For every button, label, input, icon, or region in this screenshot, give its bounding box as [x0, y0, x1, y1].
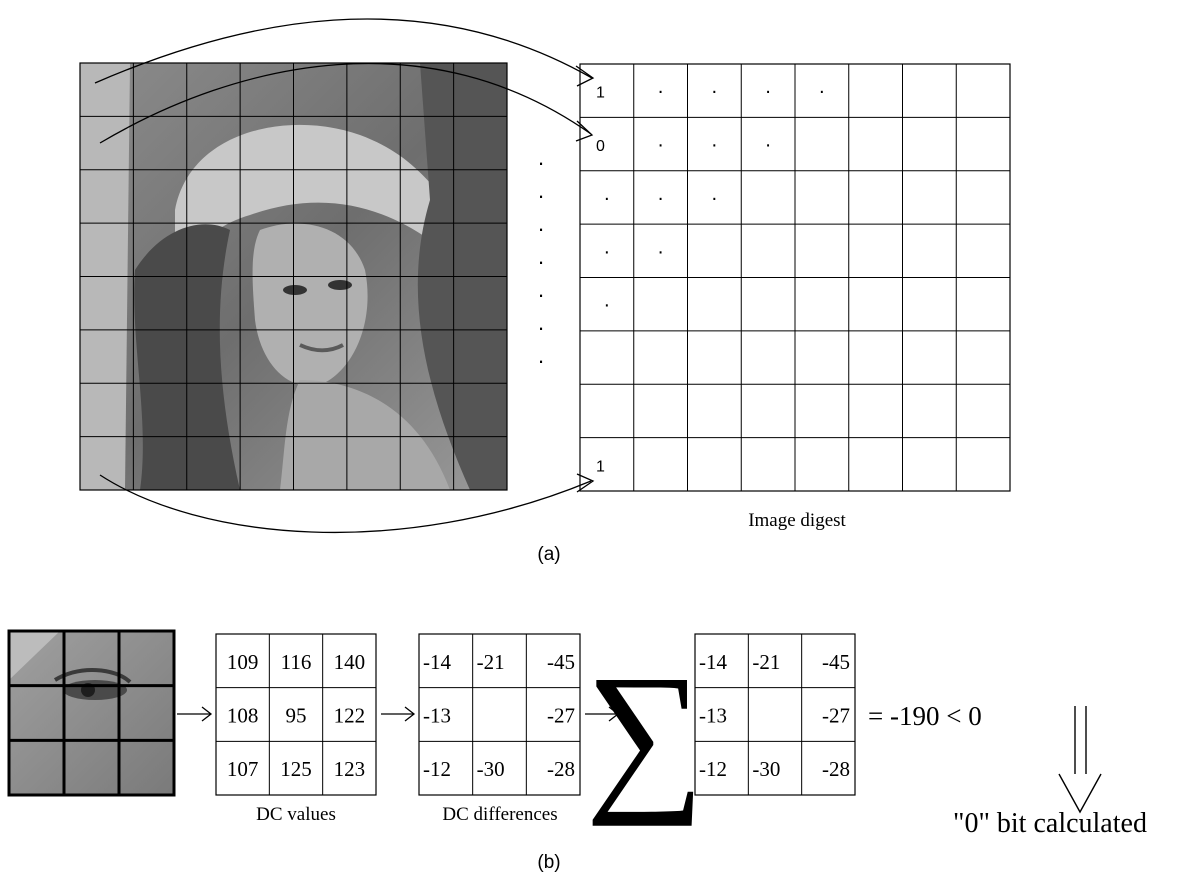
photo-block — [79, 62, 508, 491]
eye-grid-border — [7, 629, 176, 797]
flow-arrow-1-head — [201, 706, 213, 722]
image-digest-grid: 1 · · · · 0 · · · · · · · · · 1 — [579, 63, 1011, 492]
matrix-cell-value: 140 — [334, 650, 366, 674]
caption-b: (b) — [537, 852, 560, 873]
matrix-cell-value: -28 — [822, 757, 850, 781]
vertical-ellipsis: · · · · · · · — [537, 150, 544, 373]
vertical-dot: · — [537, 150, 544, 175]
sum-result: = -190 < 0 — [868, 701, 982, 731]
digest-label: Image digest — [748, 510, 846, 531]
arrow-curve-first-row — [94, 18, 593, 84]
digest-cell-value: 1 — [596, 458, 605, 475]
vertical-dot: · — [537, 216, 544, 241]
matrix-cell-value: -21 — [477, 650, 505, 674]
matrix-cell-value: -45 — [547, 650, 575, 674]
matrix-cell-value: -13 — [699, 704, 727, 728]
digest-cell-value: · — [657, 81, 664, 103]
digest-cell-value: 1 — [596, 85, 605, 102]
dc-values-matrix: 109 116 140 108 95 122 107 125 123 — [215, 633, 377, 796]
matrix-cell-value: -13 — [423, 704, 451, 728]
matrix-cell-value: 125 — [280, 757, 312, 781]
matrix-cell-value: -12 — [423, 757, 451, 781]
flow-arrow-2-head — [404, 706, 416, 722]
arrow-head-last-row — [576, 473, 595, 493]
matrix-cell-value: -14 — [699, 650, 727, 674]
digest-cell-value: · — [604, 294, 611, 316]
digest-cell-value: · — [604, 241, 611, 263]
vertical-dot: · — [537, 183, 544, 208]
matrix-border — [215, 633, 377, 796]
eye-image — [9, 631, 174, 795]
digest-cell-value: · — [604, 187, 611, 209]
digest-cell-value: · — [657, 134, 664, 156]
matrix-cell-value: 116 — [281, 650, 312, 674]
dc-differences-label: DC differences — [442, 804, 557, 825]
photo-grid — [79, 62, 508, 491]
matrix-cell-value: 108 — [227, 704, 259, 728]
digest-cell-value: · — [819, 81, 826, 103]
digest-cell-value: · — [711, 81, 718, 103]
vertical-dot: · — [537, 315, 544, 340]
matrix-cell-value: -27 — [547, 704, 575, 728]
matrix-cell-value: -30 — [477, 757, 505, 781]
flow-arrows — [177, 706, 620, 722]
arrow-curve-last-row — [99, 474, 592, 533]
matrix-border — [418, 633, 581, 796]
digest-cell-value: 0 — [596, 138, 605, 155]
matrix-cell-value: -30 — [752, 757, 780, 781]
bit-calculated-label: "0" bit calculated — [953, 808, 1147, 839]
matrix-cell-value: 109 — [227, 650, 259, 674]
vertical-dot: · — [537, 348, 544, 373]
summation-symbol: ∑ — [585, 641, 705, 827]
vertical-dot: · — [537, 282, 544, 307]
digest-cell-value: · — [657, 187, 664, 209]
digest-cell-value: · — [765, 81, 772, 103]
dc-values-label: DC values — [256, 804, 336, 825]
matrix-cell-value: -21 — [752, 650, 780, 674]
matrix-cell-value: 122 — [334, 704, 366, 728]
matrix-border — [694, 633, 856, 796]
vertical-dot: · — [537, 249, 544, 274]
matrix-cell-value: -45 — [822, 650, 850, 674]
matrix-cell-value: 95 — [286, 704, 307, 728]
digest-cell-value: · — [711, 187, 718, 209]
eye-block — [7, 629, 176, 797]
matrix-cell-value: -14 — [423, 650, 451, 674]
arrow-head-second-row — [575, 120, 594, 142]
mapping-arrows — [94, 18, 595, 533]
digest-cell-value: · — [657, 241, 664, 263]
caption-a: (a) — [537, 544, 560, 565]
matrix-cell-value: -12 — [699, 757, 727, 781]
arrow-curve-second-row — [99, 62, 592, 144]
matrix-cell-value: 107 — [227, 757, 259, 781]
flow-arrow-3-head — [608, 706, 620, 722]
matrix-cell-value: 123 — [334, 757, 366, 781]
down-arrow — [1058, 706, 1102, 814]
sum-matrix: -14 -21 -45 -13 -27 -12 -30 -28 — [694, 633, 856, 796]
digest-cell-value: · — [765, 134, 772, 156]
matrix-cell-value: -28 — [547, 757, 575, 781]
arrow-head-first-row — [575, 65, 595, 87]
matrix-cell-value: -27 — [822, 704, 850, 728]
dc-differences-matrix: -14 -21 -45 -13 -27 -12 -30 -28 — [418, 633, 581, 796]
digest-cell-value: · — [711, 134, 718, 156]
eye-grid — [7, 629, 176, 797]
